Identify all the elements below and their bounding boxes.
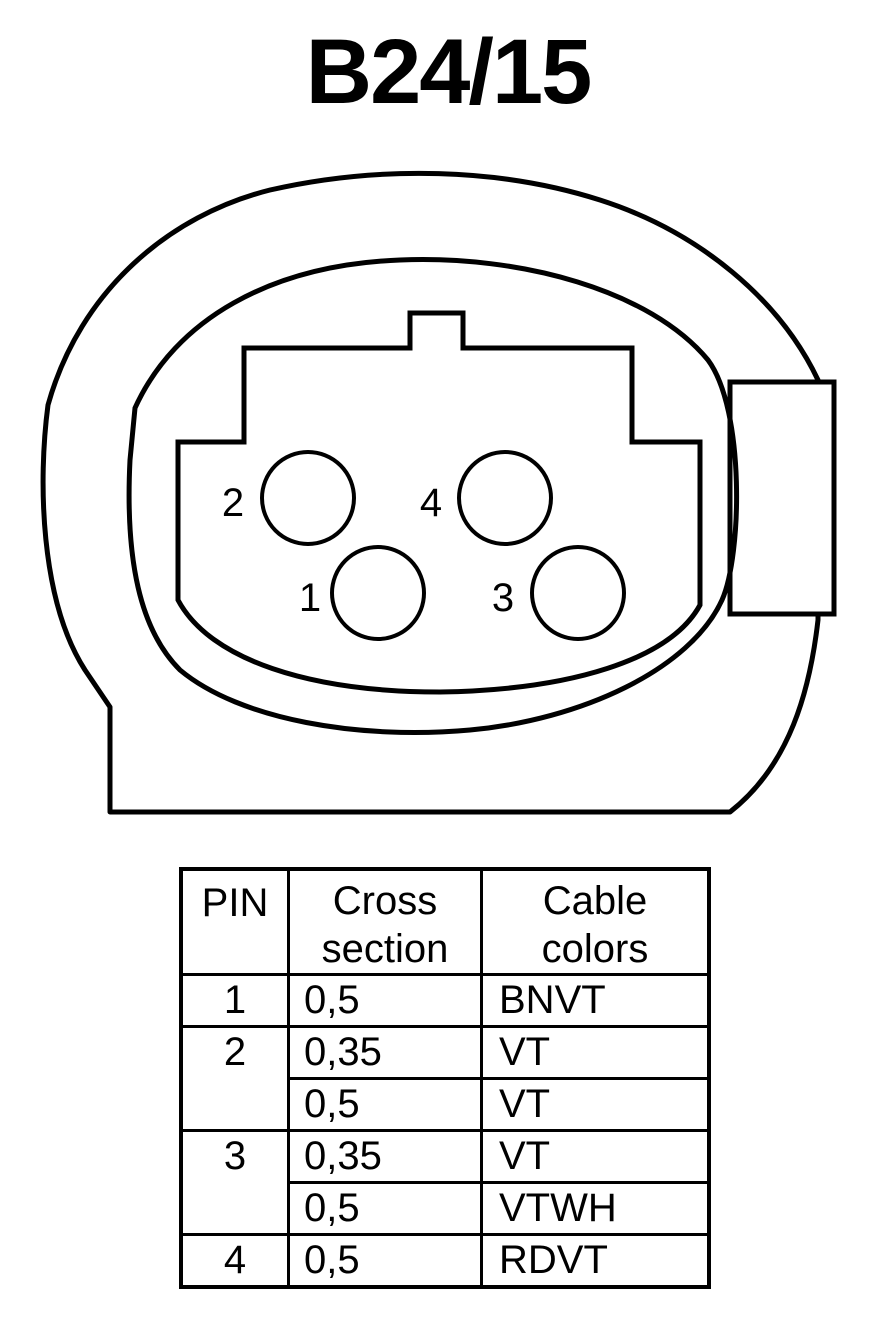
cross-section-cell: 0,5 bbox=[287, 1077, 483, 1132]
connector-outer-housing bbox=[40, 170, 821, 815]
table-row: 4 0,5 RDVT bbox=[179, 1233, 711, 1289]
cable-color-cell: VT bbox=[480, 1129, 711, 1184]
cable-color-cell: VT bbox=[480, 1077, 711, 1132]
header-cross-section-line2: section bbox=[321, 927, 449, 971]
cross-section-cell: 0,35 bbox=[287, 1129, 483, 1184]
pin-3-socket bbox=[530, 545, 626, 641]
table-row: 0,5 VTWH bbox=[179, 1181, 711, 1236]
connector-diagram: 2 4 1 3 bbox=[40, 170, 837, 815]
cross-section-cell: 0,5 bbox=[287, 1233, 483, 1289]
diagram-title: B24/15 bbox=[305, 21, 593, 123]
header-cross-section-line1: Cross bbox=[332, 879, 438, 923]
pin-label-1: 1 bbox=[299, 576, 321, 620]
pin-1-socket bbox=[330, 545, 426, 641]
pin-2-socket bbox=[260, 450, 356, 546]
pin-cell: 4 bbox=[179, 1233, 290, 1289]
header-cable-colors-line1: Cable bbox=[542, 879, 648, 923]
pin-cell: 2 bbox=[179, 1025, 290, 1079]
connector-side-latch bbox=[727, 379, 837, 617]
cross-section-cell: 0,5 bbox=[287, 1181, 483, 1236]
cable-color-cell: RDVT bbox=[480, 1233, 711, 1289]
header-cross-section: Cross section bbox=[287, 867, 483, 976]
connector-inner-ring bbox=[126, 257, 740, 735]
cross-section-cell: 0,5 bbox=[287, 973, 483, 1028]
table-row: 0,5 VT bbox=[179, 1077, 711, 1132]
table-row: 2 0,35 VT bbox=[179, 1025, 711, 1080]
header-pin: PIN bbox=[179, 867, 290, 976]
cable-color-cell: BNVT bbox=[480, 973, 711, 1028]
pin-4-socket bbox=[457, 450, 553, 546]
header-cable-colors: Cable colors bbox=[480, 867, 711, 976]
pin-cell bbox=[179, 1078, 290, 1132]
cross-section-cell: 0,35 bbox=[287, 1025, 483, 1080]
cable-color-cell: VT bbox=[480, 1025, 711, 1080]
pin-cell: 1 bbox=[179, 973, 290, 1028]
table-row: 3 0,35 VT bbox=[179, 1129, 711, 1184]
connector-pin-cavity bbox=[175, 310, 703, 695]
pin-cell: 3 bbox=[179, 1129, 290, 1183]
pin-assignment-table: PIN Cross section Cable colors 1 0,5 BNV… bbox=[179, 867, 711, 1289]
cable-color-cell: VTWH bbox=[480, 1181, 711, 1236]
pin-cell bbox=[179, 1182, 290, 1236]
pin-label-2: 2 bbox=[222, 481, 244, 525]
header-cable-colors-line2: colors bbox=[541, 927, 649, 971]
pin-label-3: 3 bbox=[492, 576, 514, 620]
table-header-row: PIN Cross section Cable colors bbox=[179, 867, 711, 976]
pin-label-4: 4 bbox=[420, 481, 442, 525]
table-row: 1 0,5 BNVT bbox=[179, 973, 711, 1028]
